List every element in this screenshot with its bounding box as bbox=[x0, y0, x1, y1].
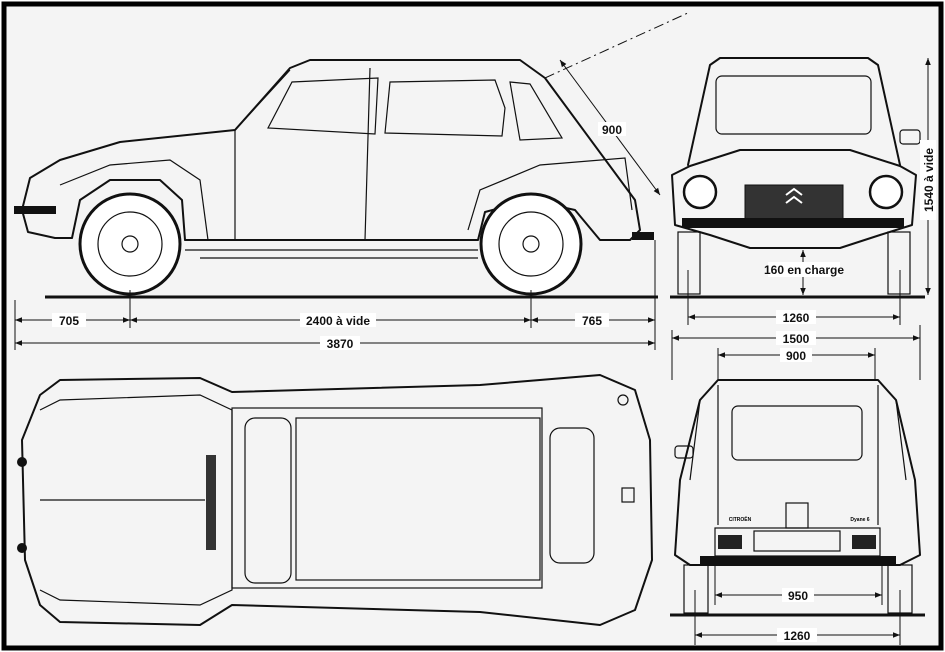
side-view: 900 705 2400 à vide 765 3870 bbox=[14, 11, 691, 351]
rear-door-window bbox=[384, 79, 506, 137]
left-tire bbox=[677, 231, 701, 295]
top-view bbox=[17, 374, 653, 626]
dim-rear-track: 1260 bbox=[784, 629, 811, 643]
badge-citroen: CITROËN bbox=[729, 516, 752, 523]
dim-width: 1500 bbox=[783, 332, 810, 346]
front-wheel bbox=[78, 192, 182, 296]
front-body bbox=[671, 149, 917, 249]
left-headlight bbox=[682, 174, 718, 210]
left-taillight bbox=[718, 535, 742, 549]
front-bumper-f bbox=[682, 218, 904, 228]
cab-outline bbox=[687, 57, 901, 166]
rear-window-r bbox=[731, 405, 863, 461]
body-outline bbox=[21, 59, 641, 241]
mirror bbox=[899, 129, 921, 145]
dim-wheelbase: 2400 à vide bbox=[306, 314, 370, 328]
front-view: 160 en charge 1540 à vide 1260 1500 900 bbox=[670, 57, 936, 380]
rear-view: 950 1260 CITROËN Dyane 6 bbox=[670, 379, 925, 645]
dim-bumper-span: 950 bbox=[788, 589, 808, 603]
grille bbox=[744, 184, 844, 220]
dim-roof-width: 900 bbox=[786, 349, 806, 363]
dim-height: 1540 à vide bbox=[922, 148, 936, 212]
right-headlight bbox=[868, 174, 904, 210]
front-fender bbox=[59, 159, 209, 241]
rear-window-top bbox=[549, 427, 595, 564]
dim-front-overhang: 705 bbox=[59, 314, 79, 328]
dim-ground-clearance: 160 en charge bbox=[764, 263, 844, 277]
rear-wheel bbox=[479, 192, 583, 296]
right-tire bbox=[887, 231, 911, 295]
windscreen-top bbox=[244, 417, 292, 584]
top-body-outline bbox=[21, 374, 653, 626]
right-taillight bbox=[852, 535, 876, 549]
chevrons-logo bbox=[785, 187, 803, 204]
rear-bumper bbox=[632, 232, 654, 240]
dim-rear-window: 900 bbox=[602, 123, 622, 137]
front-bumper bbox=[14, 206, 56, 214]
dim-rear-overhang: 765 bbox=[582, 314, 602, 328]
dim-front-track: 1260 bbox=[783, 311, 810, 325]
plate bbox=[753, 530, 841, 552]
dim-length: 3870 bbox=[327, 337, 354, 351]
badge-dyane: Dyane 6 bbox=[850, 517, 869, 523]
canvas-roof bbox=[295, 417, 541, 581]
roof bbox=[231, 407, 543, 589]
grille-vents bbox=[206, 455, 216, 550]
front-window bbox=[267, 77, 379, 135]
windscreen bbox=[715, 75, 872, 135]
rear-bumper-r bbox=[700, 556, 896, 564]
